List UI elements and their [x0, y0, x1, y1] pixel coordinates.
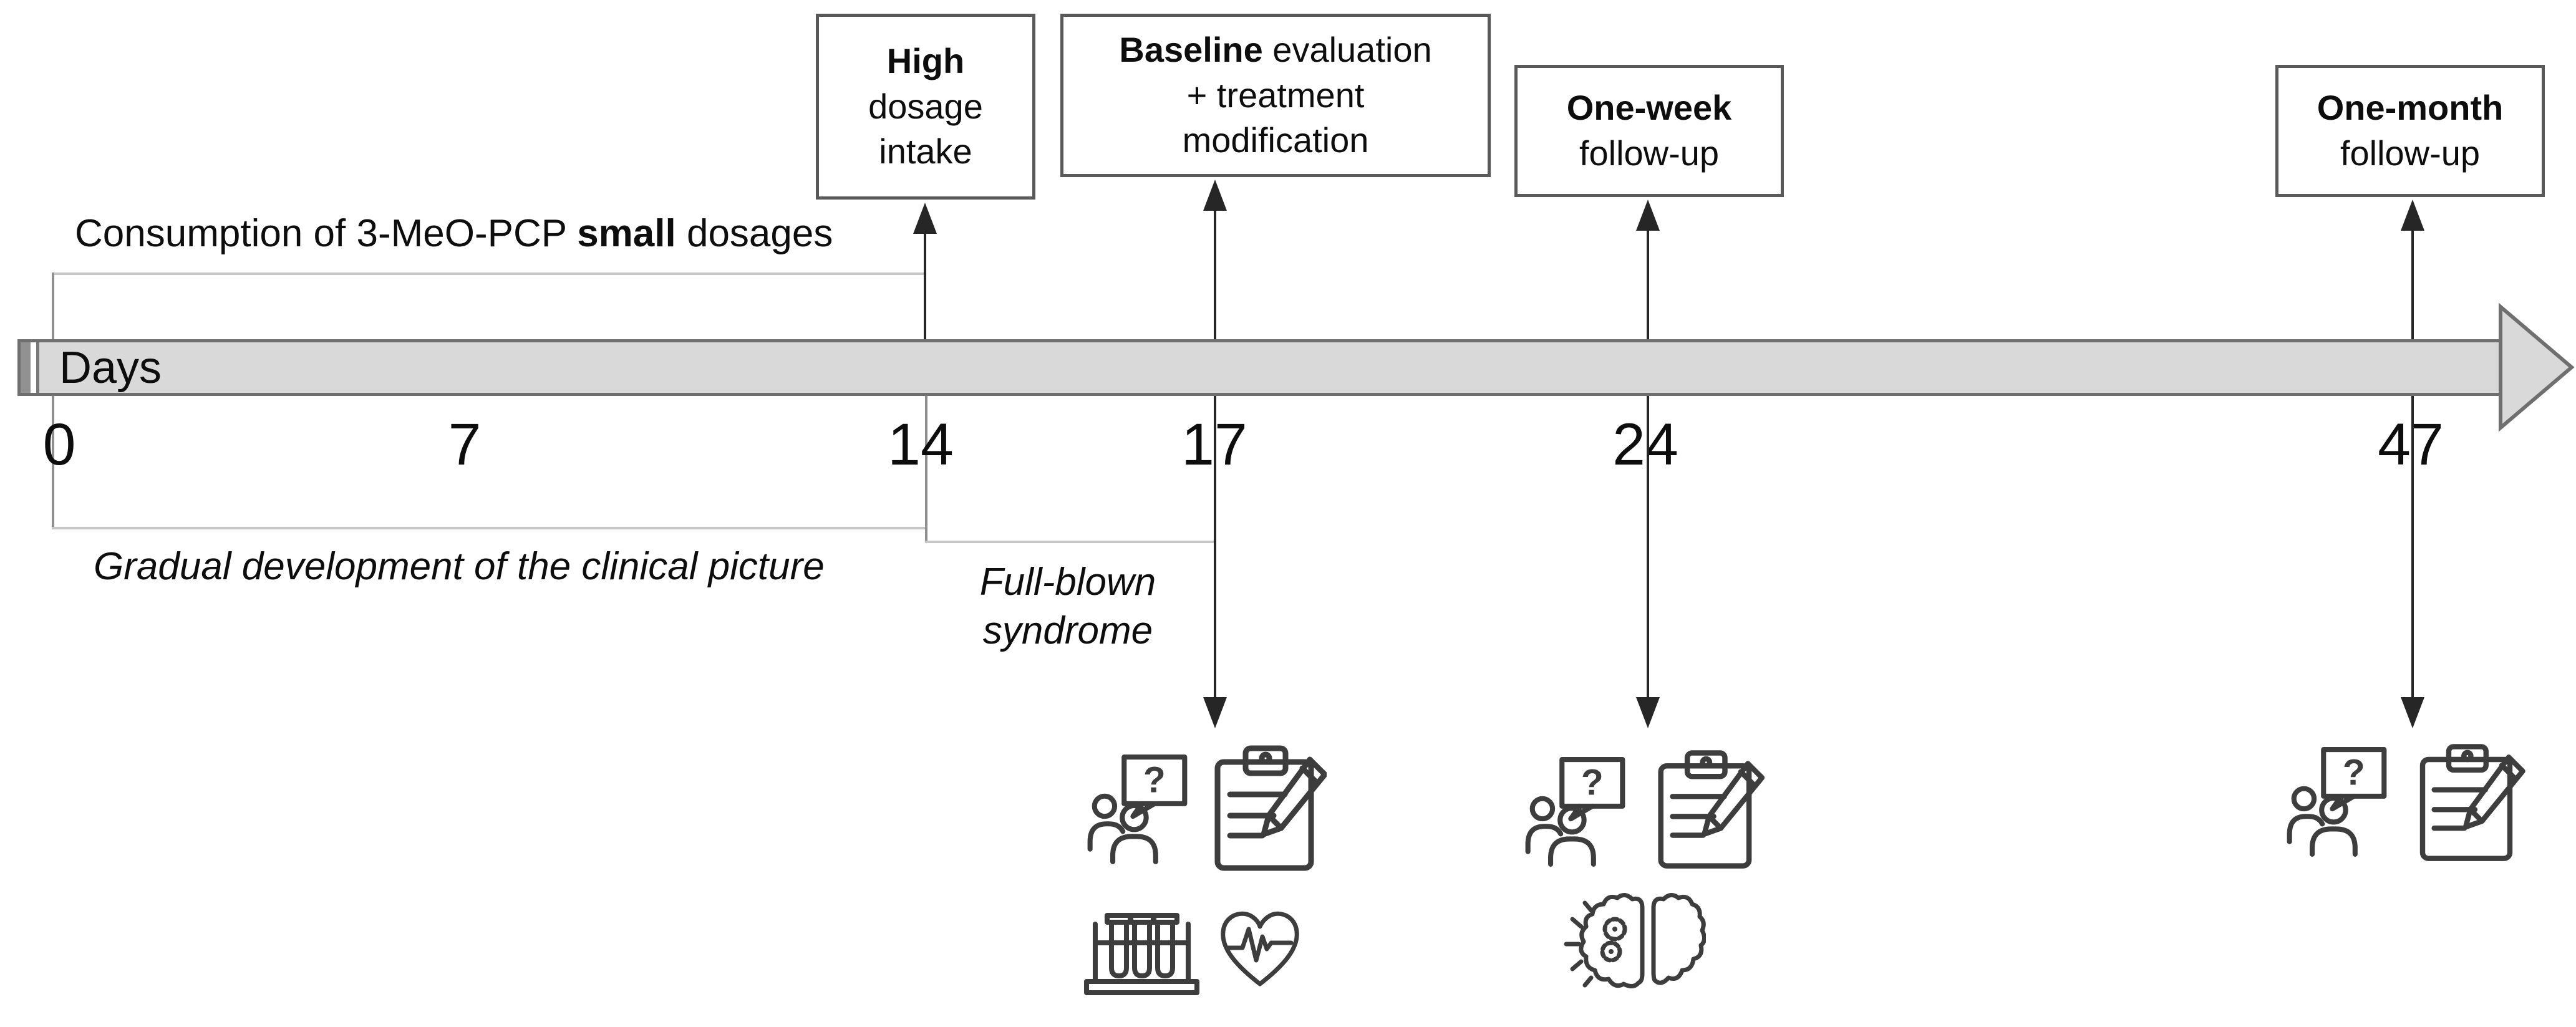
day17-up-line	[1214, 208, 1216, 340]
assessment-clipboard-icon	[1652, 748, 1767, 872]
tick-day-0: 0	[42, 412, 76, 478]
day17-up-arrowhead-icon	[1203, 180, 1227, 211]
day14-up-line	[924, 231, 926, 340]
assessment-clipboard-icon	[1211, 743, 1327, 874]
timeline-start-cap	[21, 342, 31, 393]
event-box-rest-text: follow-up	[2340, 133, 2481, 173]
event-box-high-dosage-text: High dosage intake	[868, 39, 983, 175]
day0-line-lower	[52, 393, 54, 528]
day14-line-lower	[925, 396, 927, 542]
day14-up-arrowhead-icon	[913, 203, 937, 234]
fullblown-bracket-bottom	[925, 541, 1216, 543]
interview-icon: ?	[1087, 753, 1189, 867]
event-box-one-week-text: One-week follow-up	[1567, 85, 1732, 176]
tick-day-47: 47	[2378, 412, 2444, 478]
event-box-bold-text: One-month	[2317, 88, 2504, 128]
day47-up-arrowhead-icon	[2401, 200, 2424, 231]
interview-icon: ?	[2286, 746, 2389, 859]
consumption-label: Consumption of 3-MeO-PCP small dosages	[75, 211, 833, 256]
tick-day-7: 7	[448, 412, 482, 478]
ecg-heart-icon	[1215, 904, 1305, 991]
event-box-one-month-followup: One-month follow-up	[2275, 65, 2545, 197]
gradual-development-label: Gradual development of the clinical pict…	[94, 545, 825, 588]
day24-down-arrowhead-icon	[1636, 697, 1660, 728]
event-box-bold-text: High	[886, 41, 965, 80]
event-box-baseline-text: Baseline evaluation + treatment modifica…	[1119, 27, 1431, 163]
consumption-label-bold: small	[577, 212, 676, 255]
day47-down-line	[2411, 396, 2414, 697]
event-box-bold-text: Baseline	[1119, 29, 1263, 69]
brain-stimulation-icon	[1562, 890, 1706, 1000]
day17-down-line	[1214, 396, 1216, 697]
consumption-label-pre: Consumption of 3-MeO-PCP	[75, 212, 578, 255]
day24-up-arrowhead-icon	[1636, 200, 1660, 231]
gradual-bracket-bottom	[52, 527, 926, 529]
axis-label-text: Days	[59, 342, 162, 393]
consumption-label-post: dosages	[675, 212, 833, 255]
svg-text:?: ?	[1581, 763, 1604, 803]
timeline-arrowhead-icon	[2499, 302, 2575, 432]
day47-up-line	[2411, 228, 2414, 340]
day0-line-upper	[52, 272, 54, 342]
day17-down-arrowhead-icon	[1203, 697, 1227, 728]
svg-text:?: ?	[1143, 760, 1166, 801]
event-box-rest-text: follow-up	[1579, 133, 1720, 173]
timeline-start-line	[36, 342, 39, 393]
day47-down-arrowhead-icon	[2401, 697, 2424, 728]
event-box-bold-text: One-week	[1566, 88, 1732, 128]
assessment-clipboard-icon	[2415, 742, 2526, 864]
event-box-one-month-text: One-month follow-up	[2317, 85, 2504, 176]
axis-label: Days	[59, 339, 162, 396]
event-box-one-week-followup: One-week follow-up	[1514, 65, 1784, 197]
day24-up-line	[1647, 228, 1649, 340]
tick-day-24: 24	[1612, 412, 1678, 478]
svg-text:?: ?	[2343, 753, 2365, 793]
event-box-baseline-evaluation: Baseline evaluation + treatment modifica…	[1060, 14, 1491, 177]
full-blown-syndrome-label: Full-blown syndrome	[979, 561, 1156, 653]
tick-day-14: 14	[888, 412, 954, 478]
event-box-rest-text: dosage intake	[868, 86, 983, 171]
consumption-bracket-top	[52, 272, 926, 275]
event-box-rest-text: evaluation + treatment modification	[1182, 29, 1432, 160]
timeline-start-gap	[31, 342, 36, 393]
blood-tests-icon	[1084, 897, 1199, 996]
interview-icon: ?	[1524, 756, 1627, 869]
day24-down-line	[1647, 396, 1649, 697]
event-box-high-dosage: High dosage intake	[816, 14, 1035, 200]
timeline-bar	[17, 339, 2504, 396]
